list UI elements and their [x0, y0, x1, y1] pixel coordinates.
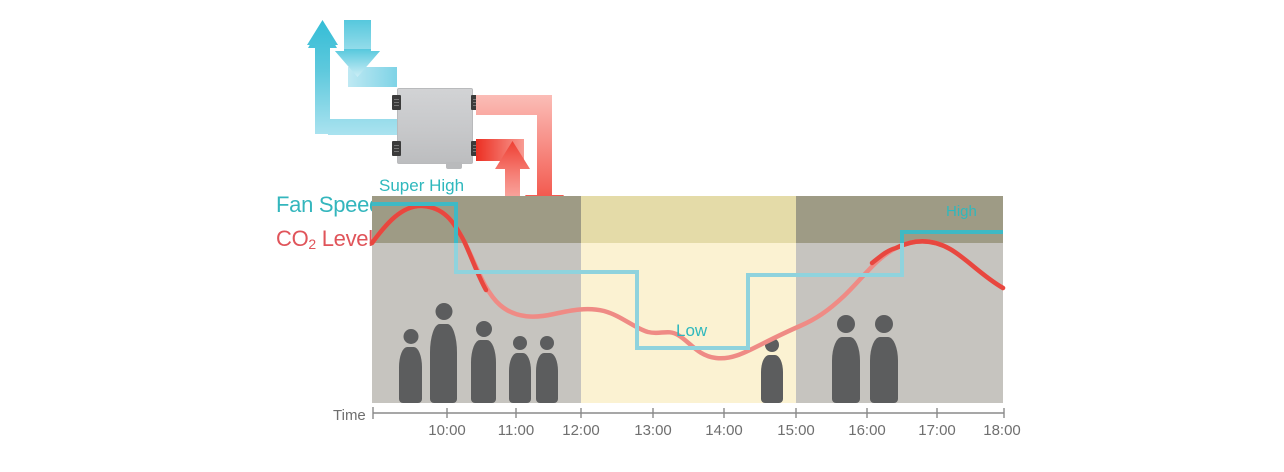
exhaust-airflow-arrows: [476, 95, 564, 227]
supply-airflow-arrows: [307, 20, 397, 135]
axis-tick-label: 15:00: [777, 422, 815, 439]
person-figure: [471, 321, 496, 403]
axis-time-label: Time: [333, 407, 366, 424]
fan-speed-super-high-label: Super High: [379, 176, 465, 195]
legend-co2-subscript: 2: [308, 236, 316, 252]
erv-unit-foot: [446, 162, 462, 169]
time-axis-line: [372, 407, 1005, 419]
axis-tick-label: 12:00: [562, 422, 600, 439]
fan-speed-high-label: High: [946, 203, 977, 220]
axis-tick-label: 18:00: [983, 422, 1021, 439]
exhaust-port-top: [471, 95, 480, 110]
axis-tick-label: 11:00: [497, 422, 535, 439]
person-figure: [509, 336, 531, 403]
co2-level-curve: [369, 203, 1006, 361]
band-top-vacant-midday: [581, 196, 796, 243]
supply-port-top: [392, 95, 401, 110]
band-top-occupied-afternoon: [796, 196, 1003, 243]
supply-port-bottom: [392, 141, 401, 156]
ventilation-diagram: [300, 15, 590, 227]
axis-tick-label: 10:00: [428, 422, 466, 439]
person-figure: [536, 336, 558, 403]
axis-tick-label: 13:00: [634, 422, 672, 439]
legend-co2-main: CO: [276, 226, 309, 251]
person-figure: [870, 315, 898, 403]
fan-speed-low-label: Low: [676, 321, 708, 340]
erv-unit-body: [397, 88, 473, 164]
axis-tick-label: 17:00: [918, 422, 956, 439]
chart-plot-area: [369, 196, 1006, 403]
legend-co2-tail: Level: [315, 226, 373, 251]
person-figure: [832, 315, 860, 403]
legend-co2-level: CO2 Level: [276, 226, 373, 252]
axis-tick-label: 14:00: [705, 422, 743, 439]
legend-fan-speed: Fan Speed: [276, 192, 381, 217]
fan-speed-step-line: [372, 202, 1003, 350]
person-figure: [399, 329, 422, 403]
exhaust-port-bottom: [471, 141, 480, 156]
axis-tick-label: 16:00: [848, 422, 886, 439]
person-figure: [430, 303, 457, 403]
